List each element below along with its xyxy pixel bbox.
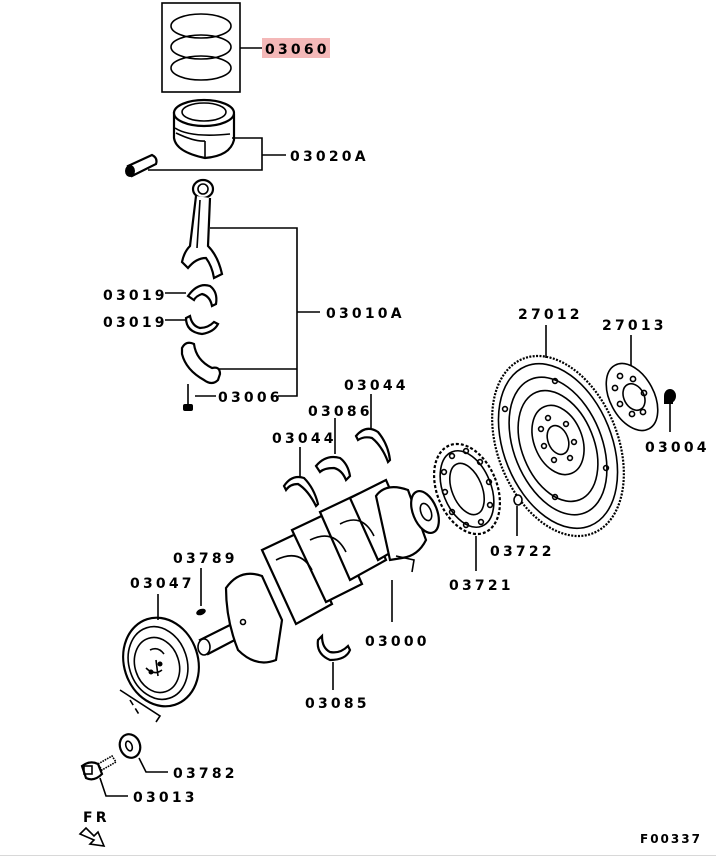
leader-line xyxy=(148,137,263,171)
conrod-bearing-lower-part[interactable] xyxy=(184,314,220,336)
thrust-bearing-right-part[interactable] xyxy=(354,427,392,464)
part-label-crank-pulley[interactable]: 03047 xyxy=(130,576,195,592)
leader-line xyxy=(138,757,168,773)
connecting-rod-part[interactable] xyxy=(180,178,224,280)
piston-pin-part[interactable] xyxy=(125,153,158,178)
part-label-washer[interactable]: 03782 xyxy=(173,766,238,782)
part-label-conrod-bearing-upper[interactable]: 03019 xyxy=(103,288,168,304)
part-label-crankshaft[interactable]: 03000 xyxy=(365,634,430,650)
thrust-bearing-left-part[interactable] xyxy=(282,475,320,508)
figure-id: F00337 xyxy=(640,832,702,846)
flywheel-part[interactable] xyxy=(467,336,649,555)
part-label-flywheel-plate[interactable]: 27013 xyxy=(602,318,667,334)
part-label-thrust-bearing-right[interactable]: 03044 xyxy=(344,378,409,394)
bottom-divider xyxy=(0,855,716,856)
leader-line xyxy=(99,777,128,797)
woodruff-key-part[interactable] xyxy=(195,607,206,616)
crankshaft-part[interactable] xyxy=(197,478,444,664)
part-label-flywheel[interactable]: 27012 xyxy=(518,307,583,323)
flywheel-plate-part[interactable] xyxy=(596,355,669,439)
conrod-cap-part[interactable] xyxy=(180,341,222,385)
part-label-conrod-bearing-lower[interactable]: 03019 xyxy=(103,315,168,331)
pulley-bolt-part[interactable] xyxy=(80,754,118,781)
main-bearing-lower-part[interactable] xyxy=(316,633,352,662)
part-label-conrod-bolt[interactable]: 03006 xyxy=(218,390,283,406)
piston-rings-part[interactable] xyxy=(161,2,241,93)
conrod-bearing-upper-part[interactable] xyxy=(186,284,218,308)
part-label-pulley-bolt[interactable]: 03013 xyxy=(133,790,198,806)
part-label-main-bearing-lower[interactable]: 03085 xyxy=(305,696,370,712)
washer-part[interactable] xyxy=(116,731,143,760)
part-label-thrust-bearing-left[interactable]: 03044 xyxy=(272,431,337,447)
piston-part[interactable] xyxy=(172,98,236,160)
front-direction-arrow-icon xyxy=(78,826,106,847)
crank-sensor-plate-part[interactable] xyxy=(422,434,513,544)
part-label-woodruff-key[interactable]: 03789 xyxy=(173,551,238,567)
main-bearing-upper-part[interactable] xyxy=(314,455,352,482)
part-label-connecting-rod[interactable]: 03010A xyxy=(326,306,405,322)
part-label-piston[interactable]: 03020A xyxy=(290,149,369,165)
dowel-pin-part[interactable] xyxy=(513,494,523,506)
crank-pulley-part[interactable] xyxy=(112,608,210,716)
part-label-flywheel-bolt[interactable]: 03004 xyxy=(645,440,710,456)
assembly-dashed-line xyxy=(129,699,141,717)
assembly-leader xyxy=(119,689,162,723)
part-label-main-bearing-upper[interactable]: 03086 xyxy=(308,404,373,420)
part-label-dowel-pin[interactable]: 03722 xyxy=(490,544,555,560)
leader-line xyxy=(210,227,298,397)
part-label-crank-sensor-plate[interactable]: 03721 xyxy=(449,578,514,594)
part-label-piston-rings[interactable]: 03060 xyxy=(265,42,330,58)
conrod-bolt-part[interactable] xyxy=(183,384,193,411)
flywheel-bolt-part[interactable] xyxy=(664,389,676,404)
highlight-box xyxy=(262,38,330,58)
front-direction-label: FR xyxy=(83,810,110,826)
